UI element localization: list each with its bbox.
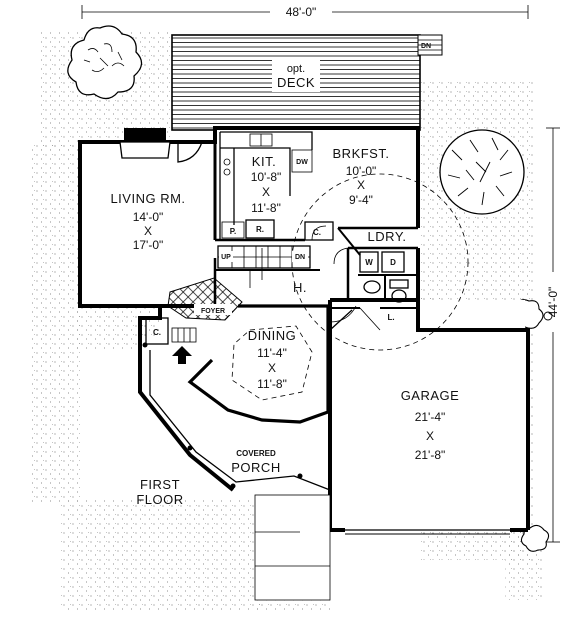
tree-icon — [439, 129, 525, 215]
garage-by: X — [426, 429, 434, 443]
overall-depth-dimension: 44'-0" — [546, 127, 560, 543]
garage-name: GARAGE — [401, 388, 460, 403]
dining-width: 11'-4" — [257, 346, 287, 360]
kitchen-name: KIT. — [252, 154, 276, 169]
foyer: FOYER — [167, 277, 243, 321]
pantry-label: P. — [230, 227, 237, 236]
foyer-closet: C. — [145, 317, 197, 345]
living-room-name: LIVING RM. — [110, 191, 185, 206]
covered-porch — [138, 342, 331, 492]
dining-label-group: DINING 11'-4" X 11'-8" — [248, 328, 297, 391]
breakfast-label-group: BRKFST. 10'-0" X 9'-4" — [333, 146, 390, 207]
kitchen-depth: 11'-8" — [251, 201, 281, 215]
entry-arrow-icon — [172, 346, 192, 364]
hall-label: H. — [293, 280, 307, 295]
laundry-door — [333, 247, 349, 265]
staircase: UP DN — [217, 245, 311, 288]
deck: opt. DECK DN — [171, 34, 443, 131]
kitchen-by: X — [262, 185, 270, 199]
garage-label-group: GARAGE 21'-4" X 21'-8" — [401, 388, 460, 462]
house-fill — [80, 128, 525, 530]
washer: W — [359, 251, 379, 273]
kitchen-label-group: KIT. 10'-8" X 11'-8" — [251, 154, 282, 215]
lavatory-fixtures — [363, 279, 409, 303]
laundry-label: LDRY. — [368, 229, 407, 244]
porch-label-group: COVERED PORCH — [231, 449, 280, 475]
garage-width: 21'-4" — [415, 410, 446, 424]
porch-label-line1: COVERED — [236, 449, 276, 458]
stair-up-label: UP — [221, 254, 231, 261]
deck-label-line1: opt. — [287, 63, 305, 75]
kitchen-closet-label: C. — [313, 228, 321, 237]
living-room-width: 14'-0" — [133, 210, 164, 224]
living-room-depth: 17'-0" — [133, 238, 164, 252]
dryer: D — [381, 251, 405, 273]
shrub-icon — [520, 524, 550, 552]
lav-label: L. — [387, 313, 394, 322]
garage — [329, 305, 510, 535]
overall-width-dimension: 48'-0" — [81, 4, 529, 19]
porch-label-line2: PORCH — [231, 460, 280, 475]
stair-down-label: DN — [295, 254, 305, 261]
breakfast-width: 10'-0" — [346, 164, 377, 178]
width-dimension-label: 48'-0" — [286, 5, 317, 19]
tree-icon — [67, 25, 143, 100]
living-room-by: X — [144, 224, 152, 238]
depth-dimension-label: 44'-0" — [546, 287, 560, 318]
floor-caption-line1: FIRST — [140, 477, 180, 492]
kitchen-cabinets: DW P. R. — [219, 131, 313, 240]
dishwasher-label: DW — [296, 159, 308, 166]
floor-caption: FIRST FLOOR — [136, 477, 183, 507]
dryer-label: D — [390, 258, 396, 267]
garage-depth: 21'-8" — [415, 448, 446, 462]
deck-stair-down-label: DN — [421, 43, 431, 50]
kitchen-width: 10'-8" — [251, 170, 282, 184]
living-room-label-group: LIVING RM. 14'-0" X 17'-0" — [110, 191, 185, 252]
breakfast-angled-wall — [337, 227, 361, 256]
breakfast-by: X — [357, 178, 365, 192]
refrigerator-label: R. — [256, 225, 264, 234]
breakfast-table — [291, 173, 469, 351]
fireplace — [119, 128, 171, 159]
dining-name: DINING — [248, 328, 297, 343]
deck-label-line2: DECK — [277, 75, 315, 90]
dining-depth: 11'-8" — [257, 377, 287, 391]
breakfast-depth: 9'-4" — [349, 193, 373, 207]
garage-entry-door — [329, 309, 353, 331]
living-room-door — [177, 141, 203, 163]
foyer-closet-label: C. — [153, 328, 161, 337]
foyer-label: FOYER — [201, 308, 225, 315]
kitchen-closet: C. — [304, 221, 334, 241]
breakfast-name: BRKFST. — [333, 146, 390, 161]
washer-label: W — [365, 258, 373, 267]
dining-by: X — [268, 361, 276, 375]
floor-caption-line2: FLOOR — [136, 492, 183, 507]
dining-room — [187, 304, 330, 424]
front-walkway — [254, 494, 331, 601]
